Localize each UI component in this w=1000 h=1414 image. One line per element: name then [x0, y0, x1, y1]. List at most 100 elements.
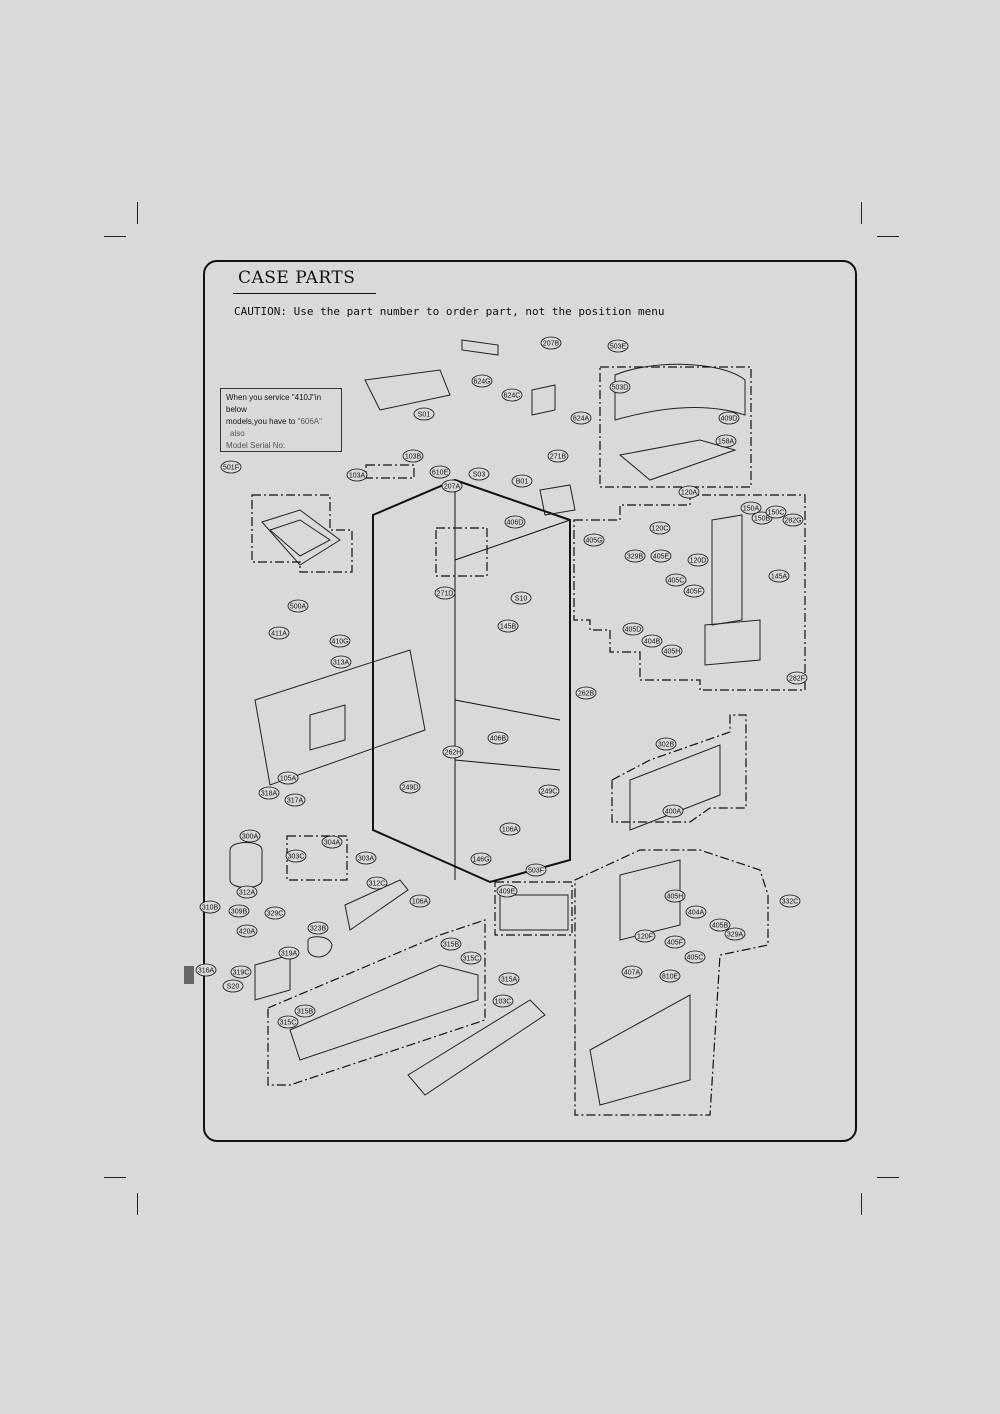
callout-label: 624C: [504, 393, 521, 400]
callout-label: B01: [516, 479, 529, 486]
part-callout: 312A: [236, 885, 258, 899]
callout-bubble: [709, 918, 731, 932]
group-outline-bracket: [435, 527, 488, 577]
callout-bubble: [277, 1015, 299, 1029]
callout-bubble: [413, 407, 435, 421]
callout-label: 304A: [324, 840, 341, 847]
callout-label: 207B: [543, 341, 560, 348]
part-callout: 315B: [294, 1004, 316, 1018]
sketch-fan-blade: [307, 936, 333, 958]
sketch-fan-housing: [619, 859, 681, 941]
callout-bubble: [634, 929, 656, 943]
callout-label: 300A: [242, 834, 259, 841]
callout-label: 329B: [627, 554, 644, 561]
sketch-front-grille: [407, 999, 546, 1096]
callout-bubble: [718, 411, 740, 425]
callout-label: 120A: [681, 490, 698, 497]
part-callout: 624G: [471, 374, 493, 388]
sketch-top-part: [461, 339, 499, 356]
callout-label: 503F: [528, 868, 544, 875]
part-callout: 329C: [264, 906, 286, 920]
part-callout: 106A: [409, 894, 431, 908]
callout-label: 120D: [690, 558, 707, 565]
crop-mark-top-left: [104, 236, 126, 237]
part-callout: 262B: [575, 686, 597, 700]
callout-bubble: [782, 513, 804, 527]
part-callout: 312C: [366, 876, 388, 890]
callout-label: 315B: [443, 942, 460, 949]
callout-bubble: [441, 479, 463, 493]
callout-label: 409E: [499, 889, 516, 896]
part-callout: 329B: [624, 549, 646, 563]
callout-bubble: [307, 921, 329, 935]
part-callout: 405G: [583, 533, 605, 547]
callout-label: 405C: [668, 578, 685, 585]
callout-label: 810E: [662, 974, 679, 981]
callout-bubble: [525, 863, 547, 877]
part-callout: 145A: [768, 569, 790, 583]
page-title: CASE PARTS: [238, 268, 356, 288]
part-callout: 319A: [278, 946, 300, 960]
sketch-duct: [711, 514, 743, 626]
callout-bubble: [510, 591, 532, 605]
callout-label: 410G: [331, 639, 348, 646]
part-callout: 103C: [492, 994, 514, 1008]
part-callout: 303C: [285, 849, 307, 863]
callout-label: 249D: [402, 785, 419, 792]
callout-bubble: [222, 979, 244, 993]
group-outline-fan-assembly: [573, 494, 806, 691]
callout-bubble: [220, 460, 242, 474]
service-note-box: When you service "410J"in below models,y…: [220, 388, 342, 452]
note-line-3: also: [230, 429, 245, 438]
callout-label: 315A: [501, 977, 518, 984]
callout-bubble: [624, 549, 646, 563]
callout-label: 404A: [688, 910, 705, 917]
sketch-evaporator-cover: [614, 363, 746, 421]
callout-bubble: [740, 501, 762, 515]
callout-bubble: [661, 644, 683, 658]
callout-bubble: [504, 515, 526, 529]
callout-label: S20: [227, 984, 240, 991]
part-callout: 405H: [661, 644, 683, 658]
callout-label: 262H: [445, 750, 462, 757]
sketch-hinge: [364, 369, 451, 411]
callout-bubble: [765, 505, 787, 519]
callout-label: 400A: [665, 809, 682, 816]
note-line-2-prefix: models,you have to: [226, 417, 298, 426]
callout-bubble: [664, 935, 686, 949]
callout-bubble: [768, 569, 790, 583]
note-line-2: models,you have to "606A": [226, 416, 336, 428]
callout-label: 106A: [412, 899, 429, 906]
sketch-freezer-panel: [589, 994, 691, 1106]
crop-mark-bottom-left: [137, 1193, 138, 1215]
callout-label: 145B: [500, 624, 517, 631]
part-callout: 405C: [684, 950, 706, 964]
callout-bubble: [468, 467, 490, 481]
part-callout: 409E: [496, 884, 518, 898]
part-callout: S10: [510, 591, 532, 605]
callout-bubble: [195, 963, 217, 977]
part-callout: 315B: [440, 937, 462, 951]
callout-bubble: [498, 972, 520, 986]
part-callout: 207A: [441, 479, 463, 493]
diagram-frame: [203, 260, 857, 1142]
part-callout: 610E: [429, 465, 451, 479]
callout-label: 500A: [290, 604, 307, 611]
part-callout: 282G: [782, 513, 804, 527]
callout-bubble: [649, 521, 671, 535]
callout-label: 120F: [637, 934, 653, 941]
part-callout: 400A: [662, 804, 684, 818]
callout-bubble: [346, 468, 368, 482]
callout-bubble: [399, 780, 421, 794]
callout-bubble: [442, 745, 464, 759]
callout-label: 409D: [721, 416, 738, 423]
callout-label: 406D: [507, 520, 524, 527]
callout-label: 158A: [718, 439, 735, 446]
callout-bubble: [264, 906, 286, 920]
part-callout: 271D: [434, 586, 456, 600]
callout-bubble: [609, 380, 631, 394]
callout-bubble: [570, 411, 592, 425]
callout-bubble: [330, 655, 352, 669]
callout-label: 624A: [573, 416, 590, 423]
